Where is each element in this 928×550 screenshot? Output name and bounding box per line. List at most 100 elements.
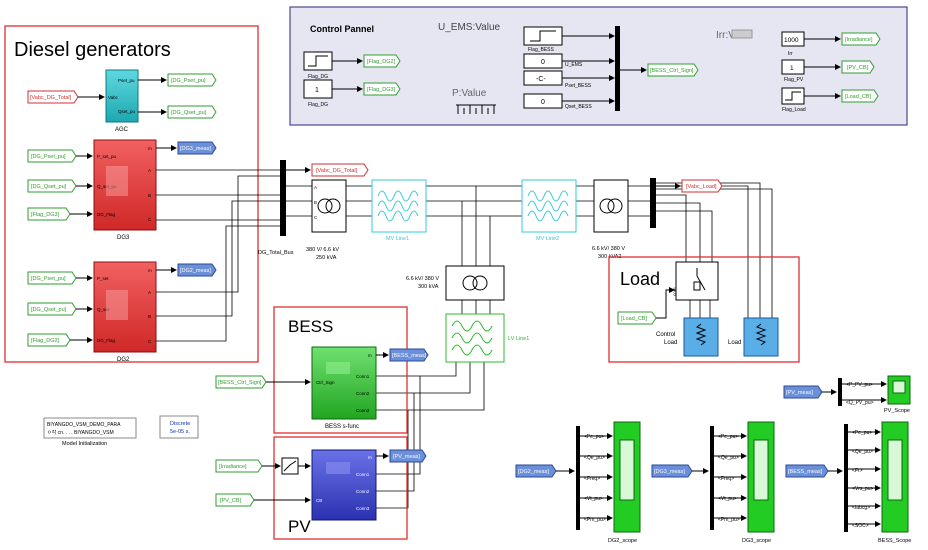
from-bess-meas[interactable]: [BESS_meas] xyxy=(785,464,829,478)
from-dg3-meas[interactable]: [DG3_meas] xyxy=(651,464,693,478)
pv-scope-block[interactable] xyxy=(887,375,911,405)
svg-text:[Irradiance]: [Irradiance] xyxy=(845,37,873,43)
dg3-block[interactable]: P_set_pu Q_set_pu DG_Flag m A B C xyxy=(93,139,157,231)
agc-block[interactable]: Pset_pu Vabc Qset_pu xyxy=(105,69,139,123)
bess-block[interactable]: Ctrl_Sign m Conn1 Conn2 Conn3 xyxy=(311,346,377,420)
p-value-label: P:Value xyxy=(452,88,487,99)
irr-value-knob-icon[interactable] xyxy=(731,29,753,39)
svg-text:<Qe_pu>: <Qe_pu> xyxy=(584,455,605,461)
goto-dg3-meas[interactable]: [DG3_meas] xyxy=(177,141,217,155)
svg-text:BIYANGDO_VSM_DEMO_PARA: BIYANGDO_VSM_DEMO_PARA xyxy=(47,422,121,428)
mv-line-1[interactable] xyxy=(371,179,427,233)
svg-text:[Vabc_DG_Total]: [Vabc_DG_Total] xyxy=(30,95,72,101)
svg-text:<Vt_pu>: <Vt_pu> xyxy=(718,496,737,502)
qset-bess-label: Qset_BESS xyxy=(565,104,592,110)
model-initialization-block[interactable]: BIYANGDO_VSM_DEMO_PARA ㅇ각 cn. . . . BIYA… xyxy=(43,417,137,439)
from-flag-dg3[interactable]: [Flag_DG3] xyxy=(27,207,71,221)
pv-flag-constant-block[interactable]: 1 xyxy=(781,59,805,75)
svg-text:DG_Flag: DG_Flag xyxy=(97,212,116,217)
from-irradiance[interactable]: [Irradiance] xyxy=(215,459,263,473)
goto-bess-meas[interactable]: [BESS_meas] xyxy=(389,348,429,362)
flag-load-step-block[interactable] xyxy=(781,87,805,105)
u-ems-constant-block[interactable]: 0 xyxy=(523,53,563,69)
goto-load-cb[interactable]: [Load_CB] xyxy=(841,89,879,103)
dg2-block[interactable]: P_set Q_set DG_Flag m A B C xyxy=(93,261,157,353)
transformer-1[interactable]: ABC xyxy=(311,179,347,233)
from-vabc-dg-total[interactable]: [Vabc_DG_Total] xyxy=(27,90,79,104)
goto-irradiance[interactable]: [Irradiance] xyxy=(841,32,881,46)
transformer-3[interactable] xyxy=(445,265,505,301)
svg-text:-C-: -C- xyxy=(536,76,546,83)
goto-pv-cb[interactable]: [PV_CB] xyxy=(841,60,875,74)
svg-text:ㅇ각 cn. . . . BIYANGDO_VSM: ㅇ각 cn. . . . BIYANGDO_VSM xyxy=(47,429,114,436)
goto-pv-meas[interactable]: [PV_meas] xyxy=(389,449,427,463)
svg-text:<Fr>: <Fr> xyxy=(852,468,863,474)
from-dg2-meas[interactable]: [DG2_meas] xyxy=(515,464,557,478)
transformer-2[interactable] xyxy=(593,179,629,233)
svg-text:Conn1: Conn1 xyxy=(356,472,370,477)
diesel-generators-title: Diesel generators xyxy=(14,39,171,61)
pset-bess-constant-block[interactable]: -C- xyxy=(523,70,563,86)
pv-scope-label: PV_Scope xyxy=(884,408,910,414)
load-block[interactable] xyxy=(743,317,779,357)
from-load-cb[interactable]: [Load_CB] xyxy=(617,311,657,325)
p-value-slider-icon[interactable] xyxy=(456,104,496,114)
svg-text:[PV_CB]: [PV_CB] xyxy=(220,498,242,504)
bess-scope-block[interactable] xyxy=(881,421,909,533)
from-dg2-qset[interactable]: [DG_Qset_pu] xyxy=(27,302,77,316)
flag-bess-step-block[interactable] xyxy=(523,26,563,46)
load-breaker[interactable] xyxy=(675,261,719,301)
svg-text:<Pe_pu>: <Pe_pu> xyxy=(718,434,738,440)
from-dg2-pset[interactable]: [DG_Pset_pu] xyxy=(27,271,77,285)
svg-text:[BESS_meas]: [BESS_meas] xyxy=(788,469,823,475)
from-dg3-qset[interactable]: [DG_Qset_pu] xyxy=(27,179,77,193)
svg-text:<Freq>: <Freq> xyxy=(584,476,600,482)
svg-text:<P_PV_pu>: <P_PV_pu> xyxy=(846,382,873,388)
pv-title: PV xyxy=(288,517,311,536)
goto-vabc-load[interactable]: [Vabc_Load] xyxy=(681,179,723,193)
from-pv-cb[interactable]: [PV_CB] xyxy=(215,493,255,507)
irradiance-constant-block[interactable]: 1000 xyxy=(781,31,805,47)
goto-dg2-meas[interactable]: [DG2_meas] xyxy=(177,263,217,277)
control-load-block[interactable] xyxy=(683,317,719,357)
svg-text:<Vrs_pu>: <Vrs_pu> xyxy=(852,486,874,492)
bess-title: BESS xyxy=(288,317,333,336)
flag-dg-step-block-1[interactable] xyxy=(303,51,333,71)
svg-text:[Load_CB]: [Load_CB] xyxy=(621,316,647,322)
qset-bess-constant-block[interactable]: 0 xyxy=(523,93,563,109)
from-bess-ctrl-sign[interactable]: [BESS_Ctrl_Sign] xyxy=(215,375,267,389)
pv-block[interactable]: CB m Conn1 Conn2 Conn3 xyxy=(311,449,377,521)
goto-flag-dg2[interactable]: [Flag_DG2] xyxy=(363,54,401,68)
svg-text:Conn3: Conn3 xyxy=(356,408,370,413)
svg-text:[Vabc_Load]: [Vabc_Load] xyxy=(686,184,717,190)
svg-text:<Qe_pu>: <Qe_pu> xyxy=(852,449,873,455)
svg-text:[BESS_meas]: [BESS_meas] xyxy=(392,353,427,359)
dg2-scope-block[interactable] xyxy=(613,421,641,533)
from-flag-dg2[interactable]: [Flag_DG2] xyxy=(27,333,71,347)
goto-flag-dg3[interactable]: [Flag_DG3] xyxy=(363,82,401,96)
rate-limiter-icon[interactable] xyxy=(281,457,299,475)
control-load-label-1: Control xyxy=(656,332,675,338)
dg3-scope-block[interactable] xyxy=(747,421,775,533)
svg-text:1: 1 xyxy=(790,65,794,72)
constant-block-flag-dg3[interactable]: 1 xyxy=(303,79,333,99)
agc-label: AGC xyxy=(115,127,129,133)
from-dg3-pset[interactable]: [DG_Pset_pu] xyxy=(27,149,77,163)
goto-dg-qset[interactable]: [DG_Qset_pu] xyxy=(167,105,217,119)
bess-ctrl-mux xyxy=(615,26,620,111)
from-pv-meas[interactable]: [PV_meas] xyxy=(783,385,823,399)
svg-text:[BESS_Ctrl_Sign]: [BESS_Ctrl_Sign] xyxy=(650,68,694,74)
goto-vabc-dg-total[interactable]: [Vabc_DG_Total] xyxy=(311,163,369,177)
goto-bess-ctrl-sign[interactable]: [BESS_Ctrl_Sign] xyxy=(647,63,699,77)
svg-text:5e-05 s.: 5e-05 s. xyxy=(170,429,190,435)
svg-text:A: A xyxy=(314,185,317,190)
lv-line-1[interactable] xyxy=(445,313,505,363)
svg-text:[PV_meas]: [PV_meas] xyxy=(786,390,813,396)
svg-text:[Flag_DG2]: [Flag_DG2] xyxy=(31,338,60,344)
svg-text:[Load_CB]: [Load_CB] xyxy=(845,94,871,100)
powergui-discrete-block[interactable]: Discrete 5e-05 s. xyxy=(159,415,199,439)
svg-text:Ctrl_Sign: Ctrl_Sign xyxy=(316,380,335,385)
svg-text:m: m xyxy=(148,268,152,273)
goto-dg-pset[interactable]: [DG_Pset_pu] xyxy=(167,73,217,87)
mv-line-2[interactable] xyxy=(521,179,577,233)
